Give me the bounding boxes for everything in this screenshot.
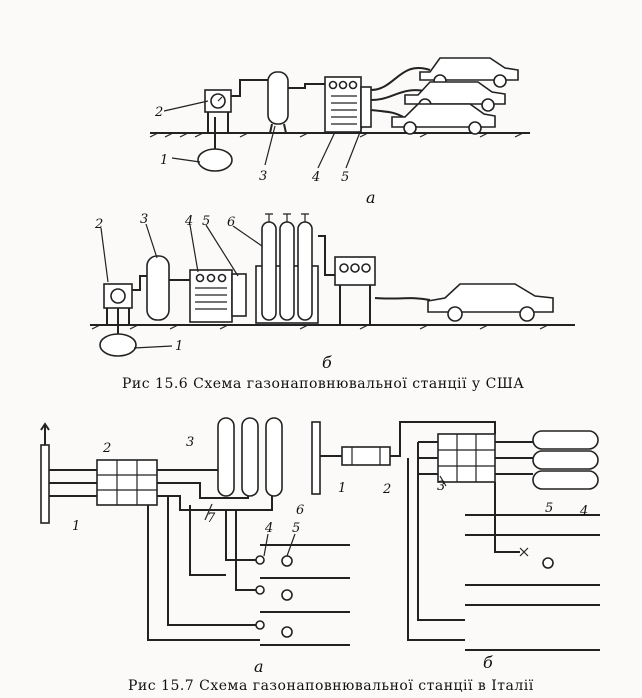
cylinder-b-2: [532, 450, 599, 470]
label-a-4: 4: [311, 170, 320, 185]
label-157b-3: 3: [437, 479, 445, 494]
gas-reservoir-b: [99, 333, 137, 357]
label-a-1: 1: [160, 153, 168, 168]
label-a-2: 2: [154, 105, 163, 120]
cylinder-b-3: [532, 470, 599, 490]
label-a-3: 3: [259, 169, 267, 184]
label-157a-7: 7: [207, 511, 216, 526]
cylinder-a-2: [241, 417, 259, 497]
label-157a-1: 1: [72, 519, 80, 534]
subfigure-b-label: б: [322, 353, 332, 372]
label-157a-6: 6: [296, 503, 304, 518]
label-157b-4: 4: [579, 504, 588, 519]
label-b-5: 5: [202, 214, 210, 229]
label-157a-4: 4: [264, 521, 273, 536]
car-1: [419, 57, 519, 88]
car-b: [427, 283, 554, 322]
fig-15-6-b: 2 3 4 5 6 1 б: [90, 212, 575, 372]
fig-15-6-a: 2 1 3 4 5 а: [149, 57, 530, 207]
label-157b-5: 5: [545, 501, 553, 516]
label-b-1: 1: [175, 339, 183, 354]
label-b-3: 3: [140, 212, 148, 227]
caption-15-7: Рис 15.7 Схема газонаповнювальної станці…: [128, 678, 534, 694]
label-157a-2: 2: [102, 441, 111, 456]
gas-main-pipe-b: [311, 421, 321, 495]
cylinder-a-1: [217, 417, 235, 497]
subfigure-157-a: а: [254, 657, 264, 676]
compressor-block-a: [96, 459, 158, 506]
gauge-icon: [110, 288, 126, 304]
switch-block-b: [437, 433, 496, 483]
fig-15-7-b: 1 2 3 4 5 б: [311, 421, 600, 672]
storage-tank: [267, 71, 289, 125]
subfigure-a-label: а: [366, 188, 376, 207]
subfigure-157-b: б: [483, 653, 493, 672]
label-b-2: 2: [94, 217, 103, 232]
label-157b-2: 2: [382, 482, 391, 497]
fig-15-7-a: 1 2 3 4 5 6 7 а: [40, 417, 350, 676]
label-157a-3: 3: [186, 435, 194, 450]
caption-15-6: Рис 15.6 Схема газонаповнювальної станці…: [122, 376, 524, 392]
car-3: [391, 103, 496, 135]
compressor-b-unit: [341, 446, 391, 466]
label-b-4: 4: [184, 214, 193, 229]
label-157b-1: 1: [338, 481, 346, 496]
label-b-6: 6: [227, 215, 235, 230]
cylinder-b-1: [532, 430, 599, 450]
cylinder-a-3: [265, 417, 283, 497]
gas-main-pipe: [40, 444, 50, 524]
storage-tank-b: [146, 255, 170, 321]
gas-reservoir: [197, 148, 233, 172]
label-a-5: 5: [341, 170, 349, 185]
label-157a-5: 5: [292, 521, 300, 536]
